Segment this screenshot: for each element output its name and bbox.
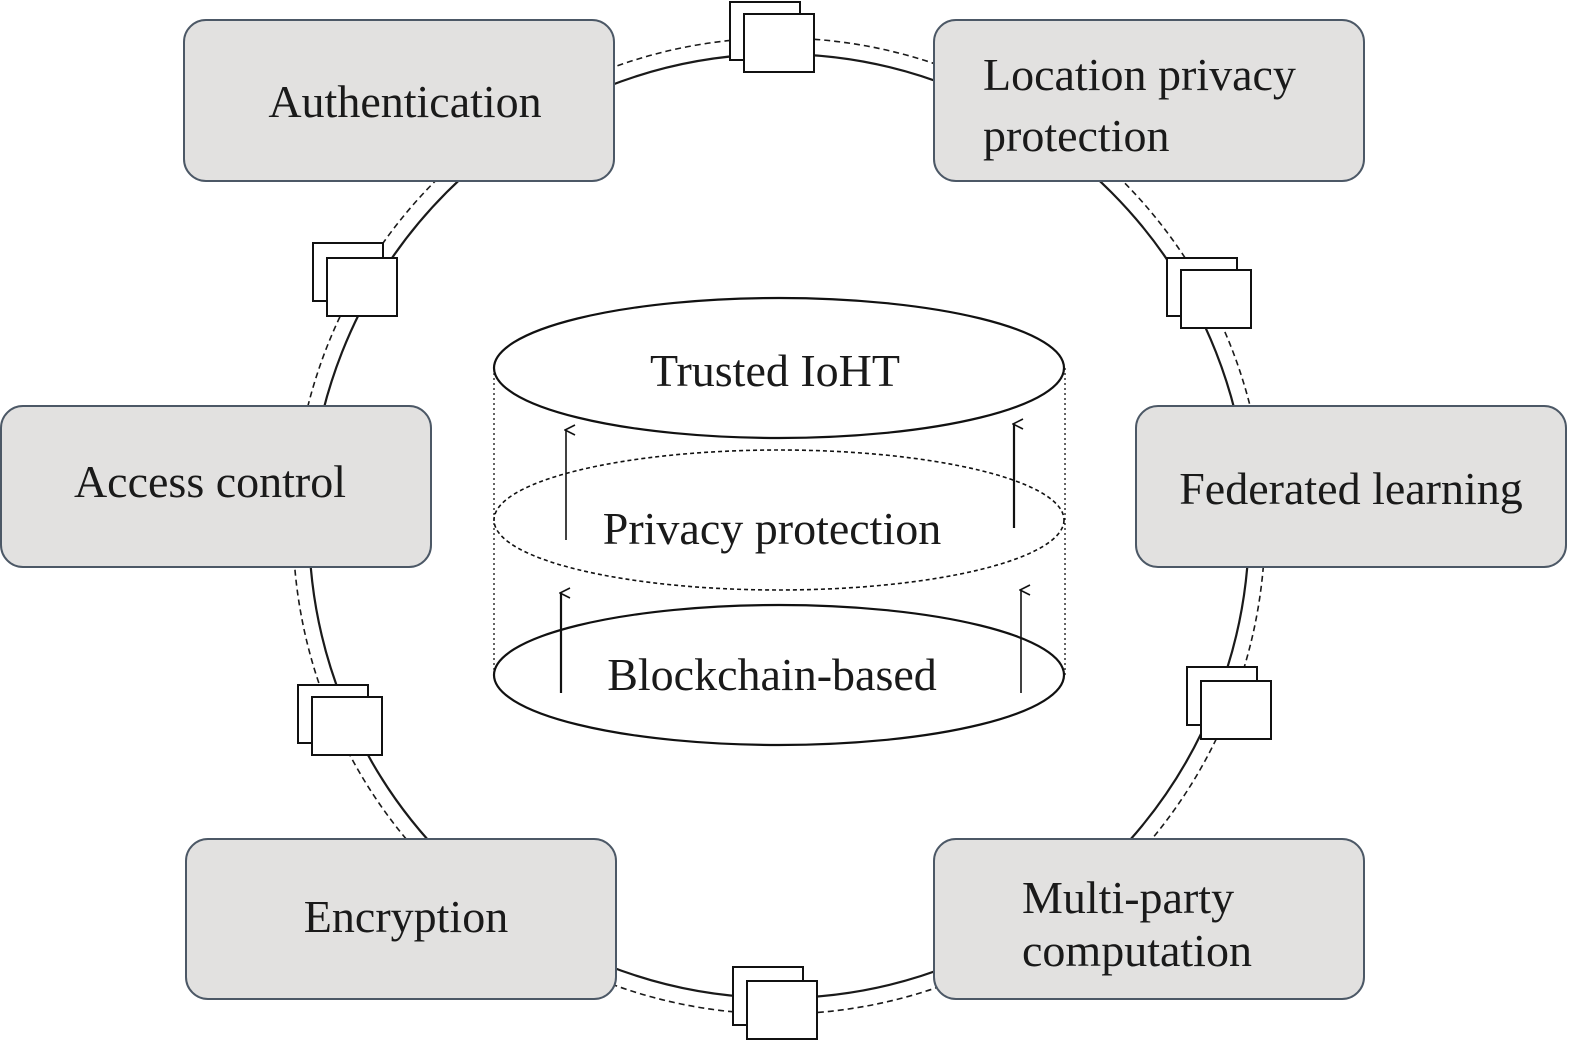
- box-access-control-label: Access control: [74, 456, 346, 507]
- document-icon-upper-right: [1166, 257, 1252, 329]
- cylinder-middle-label: Privacy protection: [603, 503, 942, 554]
- box-access-control: Access control: [0, 405, 432, 568]
- document-icon-top: [729, 1, 815, 73]
- cylinder-bottom-ellipse: [492, 603, 1066, 747]
- box-multi-party-label-line1: Multi-party: [1022, 872, 1234, 923]
- cylinder-bottom-label: Blockchain-based: [607, 649, 937, 700]
- box-encryption-label: Encryption: [304, 891, 508, 942]
- document-icon-bottom: [732, 966, 818, 1040]
- box-encryption: Encryption: [185, 838, 617, 1000]
- central-cylinder: Trusted IoHT Privacy protection Blockcha…: [492, 296, 1066, 747]
- box-location-privacy-label-line2: protection: [983, 110, 1170, 161]
- box-location-privacy-protection: Location privacy protection: [933, 19, 1365, 182]
- box-multi-party-computation: Multi-party computation: [933, 838, 1365, 1000]
- box-authentication-label: Authentication: [268, 76, 541, 127]
- cylinder-top-label: Trusted IoHT: [650, 345, 900, 396]
- box-authentication: Authentication: [183, 19, 615, 182]
- document-icon-lower-right: [1186, 666, 1272, 740]
- cylinder-middle-ellipse: [493, 449, 1065, 591]
- box-multi-party-label-line2: computation: [1022, 925, 1252, 976]
- cylinder-top-ellipse: [492, 296, 1066, 440]
- box-location-privacy-label-line1: Location privacy: [983, 49, 1296, 100]
- document-icon-upper-left: [312, 242, 398, 317]
- box-federated-learning-label: Federated learning: [1179, 463, 1523, 514]
- document-icon-lower-left: [297, 684, 383, 756]
- document-icons: [297, 1, 1272, 1040]
- box-federated-learning: Federated learning: [1135, 405, 1567, 568]
